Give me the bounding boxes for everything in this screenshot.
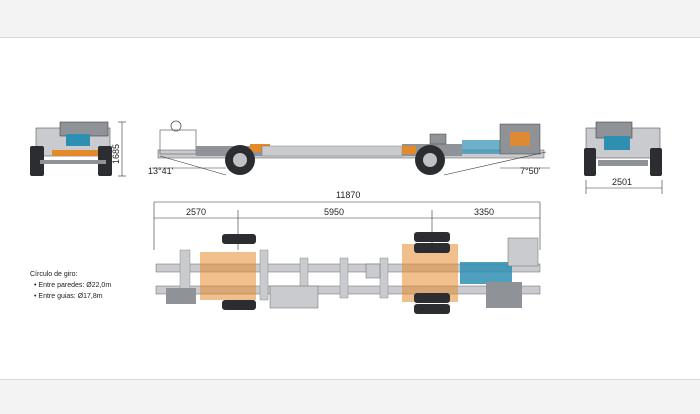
wheelbase-label: 5950	[324, 207, 344, 217]
front-angle-label: 13°41'	[148, 166, 174, 176]
turning-circle-title: Círculo de giro:	[30, 271, 78, 278]
turning-curbs: • Entre guias: Ø17,8m	[34, 293, 103, 300]
front-height-label: 1685	[111, 144, 121, 164]
plan-view	[155, 232, 541, 314]
rear-view: 2501	[584, 121, 663, 194]
rear-overhang-label: 3350	[474, 207, 494, 217]
dimension-lines: 11870 2570 5950 3350	[153, 190, 541, 250]
rear-angle-label: 7°50'	[520, 166, 541, 176]
turning-walls: • Entre paredes: Ø22,0m	[34, 282, 112, 289]
side-view: 13°41' 7°50'	[148, 120, 550, 176]
total-length-label: 11870	[336, 190, 360, 200]
rear-width-label: 2501	[612, 177, 632, 187]
front-overhang-label: 2570	[186, 207, 206, 217]
drawing-panel	[0, 37, 700, 380]
front-view: 1685	[30, 121, 126, 177]
